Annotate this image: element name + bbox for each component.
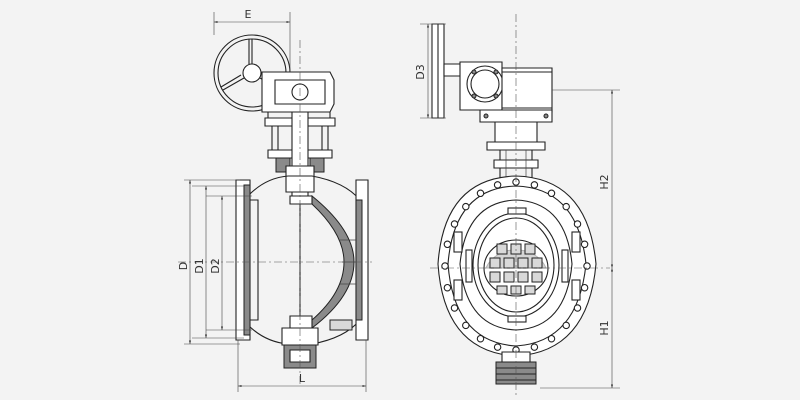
bolt-hole [462, 202, 470, 211]
valve-body-side [235, 175, 369, 345]
bolt-hole [462, 321, 470, 330]
bolt-hole [476, 334, 485, 343]
bolt-hole [547, 334, 556, 343]
dimension-l: L [237, 340, 367, 392]
label-e: E [245, 8, 252, 21]
bolt-hole [493, 343, 502, 351]
bolt-hole [573, 220, 582, 228]
bolt-hole [562, 321, 570, 330]
gearbox-front [459, 61, 553, 123]
bolt-hole [580, 283, 589, 292]
bolt-hole [562, 202, 570, 211]
label-d: D [177, 262, 190, 270]
dimension-e: E [213, 8, 291, 72]
bolt-hole [450, 220, 459, 228]
label-l: L [299, 372, 306, 385]
bolt-hole [547, 189, 556, 198]
label-d3: D3 [414, 64, 427, 79]
dimension-h: H2 H1 [540, 89, 620, 389]
side-view: E D D1 D2 L [177, 8, 372, 392]
gearbox-side [261, 71, 335, 119]
dimension-d-group: D D1 D2 [177, 179, 252, 345]
bolt-hole [450, 304, 459, 312]
valve-body-front [437, 175, 597, 357]
bolt-hole [580, 240, 589, 249]
bolt-hole [476, 189, 485, 198]
bolt-hole [573, 304, 582, 312]
label-h1: H1 [598, 320, 611, 335]
bolt-hole [530, 343, 539, 351]
bolt-hole [583, 262, 591, 270]
label-d2: D2 [209, 258, 222, 273]
front-view: D3 H2 H1 [414, 14, 620, 396]
bolt-hole [493, 181, 502, 189]
label-d1: D1 [193, 258, 206, 273]
label-h2: H2 [598, 174, 611, 189]
bolt-hole [443, 283, 452, 292]
bolt-hole [443, 240, 452, 249]
bolt-hole [530, 181, 539, 189]
bolt-holes [441, 178, 591, 354]
handwheel-front [431, 23, 463, 119]
dimension-d3: D3 [414, 23, 446, 119]
bolt-hole [441, 262, 449, 270]
